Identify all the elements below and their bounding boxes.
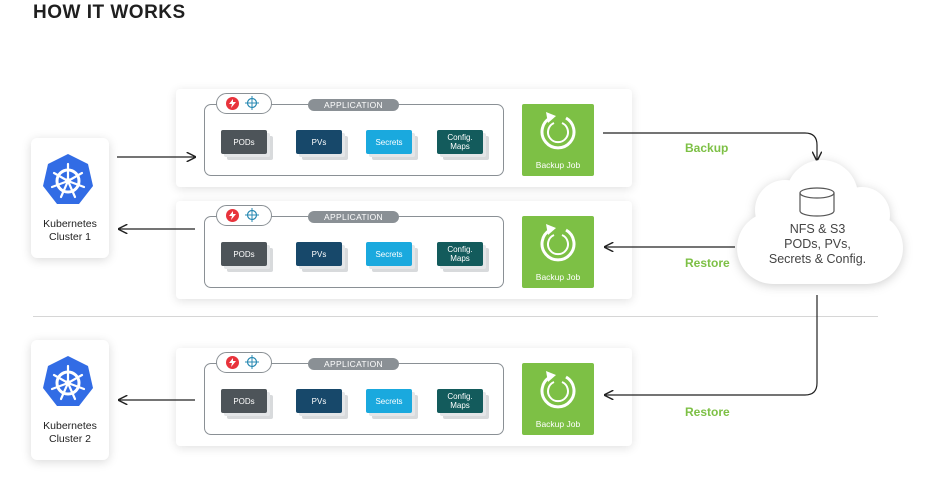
cluster-label-line2: Cluster 2 xyxy=(48,433,91,445)
application-label: APPLICATION xyxy=(308,358,399,370)
helm-icon xyxy=(245,96,259,110)
pvs-chip: PVs xyxy=(296,389,342,413)
secrets-chip: Secrets xyxy=(366,389,412,413)
application-label: APPLICATION xyxy=(308,211,399,223)
storage-line1: NFS & S3 xyxy=(789,222,846,236)
storage-line3: Secrets & Config. xyxy=(768,252,867,266)
helm-badge xyxy=(216,93,272,114)
config-maps-chip: Config.Maps xyxy=(437,242,483,266)
config-line1: Config. xyxy=(447,392,473,401)
helm-icon xyxy=(245,355,259,369)
kubernetes-icon xyxy=(43,356,93,406)
config-maps-chip: Config.Maps xyxy=(437,130,483,154)
refresh-icon xyxy=(540,371,576,409)
cluster-card-2: Kubernetes Cluster 2 xyxy=(31,340,109,460)
secrets-chip: Secrets xyxy=(366,130,412,154)
pvs-chip: PVs xyxy=(296,130,342,154)
storage-description: NFS & S3 PODs, PVs, Secrets & Config. xyxy=(745,222,890,267)
backup-job-tile: Backup Job xyxy=(522,363,594,435)
pods-chip: PODs xyxy=(221,130,267,154)
config-line1: Config. xyxy=(447,133,473,142)
arrow-backup xyxy=(603,132,817,160)
secrets-chip: Secrets xyxy=(366,242,412,266)
pods-chip: PODs xyxy=(221,389,267,413)
bolt-icon xyxy=(226,209,239,222)
backup-job-label: Backup Job xyxy=(535,419,581,429)
config-line2: Maps xyxy=(450,254,470,263)
cluster-label: Kubernetes Cluster 2 xyxy=(31,420,109,446)
config-maps-chip: Config.Maps xyxy=(437,389,483,413)
storage-line2: PODs, PVs, xyxy=(784,237,851,251)
cluster-label-line1: Kubernetes xyxy=(43,420,97,432)
backup-job-tile: Backup Job xyxy=(522,216,594,288)
helm-badge xyxy=(216,205,272,226)
page-title: HOW IT WORKS xyxy=(33,2,186,23)
helm-icon xyxy=(245,208,259,222)
application-panel-1: APPLICATION PODs PVs Secrets Config.Maps… xyxy=(176,89,632,187)
section-divider xyxy=(33,316,878,317)
backup-label: Backup xyxy=(685,141,729,155)
refresh-icon xyxy=(540,224,576,262)
application-label: APPLICATION xyxy=(308,99,399,111)
bolt-icon xyxy=(226,97,239,110)
arrow-restore-2 xyxy=(605,295,818,395)
pods-chip: PODs xyxy=(221,242,267,266)
restore-label-1: Restore xyxy=(685,256,730,270)
cluster-label-line1: Kubernetes xyxy=(43,218,97,230)
helm-badge xyxy=(216,352,272,373)
restore-label-2: Restore xyxy=(685,405,730,419)
database-icon xyxy=(799,187,835,217)
config-line2: Maps xyxy=(450,142,470,151)
config-line2: Maps xyxy=(450,401,470,410)
cluster-label: Kubernetes Cluster 1 xyxy=(31,218,109,244)
storage-cloud xyxy=(737,160,903,284)
refresh-icon xyxy=(540,112,576,150)
backup-job-label: Backup Job xyxy=(535,272,581,282)
application-panel-3: APPLICATION PODs PVs Secrets Config.Maps… xyxy=(176,348,632,446)
config-line1: Config. xyxy=(447,245,473,254)
backup-job-label: Backup Job xyxy=(535,160,581,170)
cluster-card-1: Kubernetes Cluster 1 xyxy=(31,138,109,258)
cluster-label-line2: Cluster 1 xyxy=(48,231,91,243)
bolt-icon xyxy=(226,356,239,369)
backup-job-tile: Backup Job xyxy=(522,104,594,176)
pvs-chip: PVs xyxy=(296,242,342,266)
application-panel-2: APPLICATION PODs PVs Secrets Config.Maps… xyxy=(176,201,632,299)
kubernetes-icon xyxy=(43,154,93,204)
